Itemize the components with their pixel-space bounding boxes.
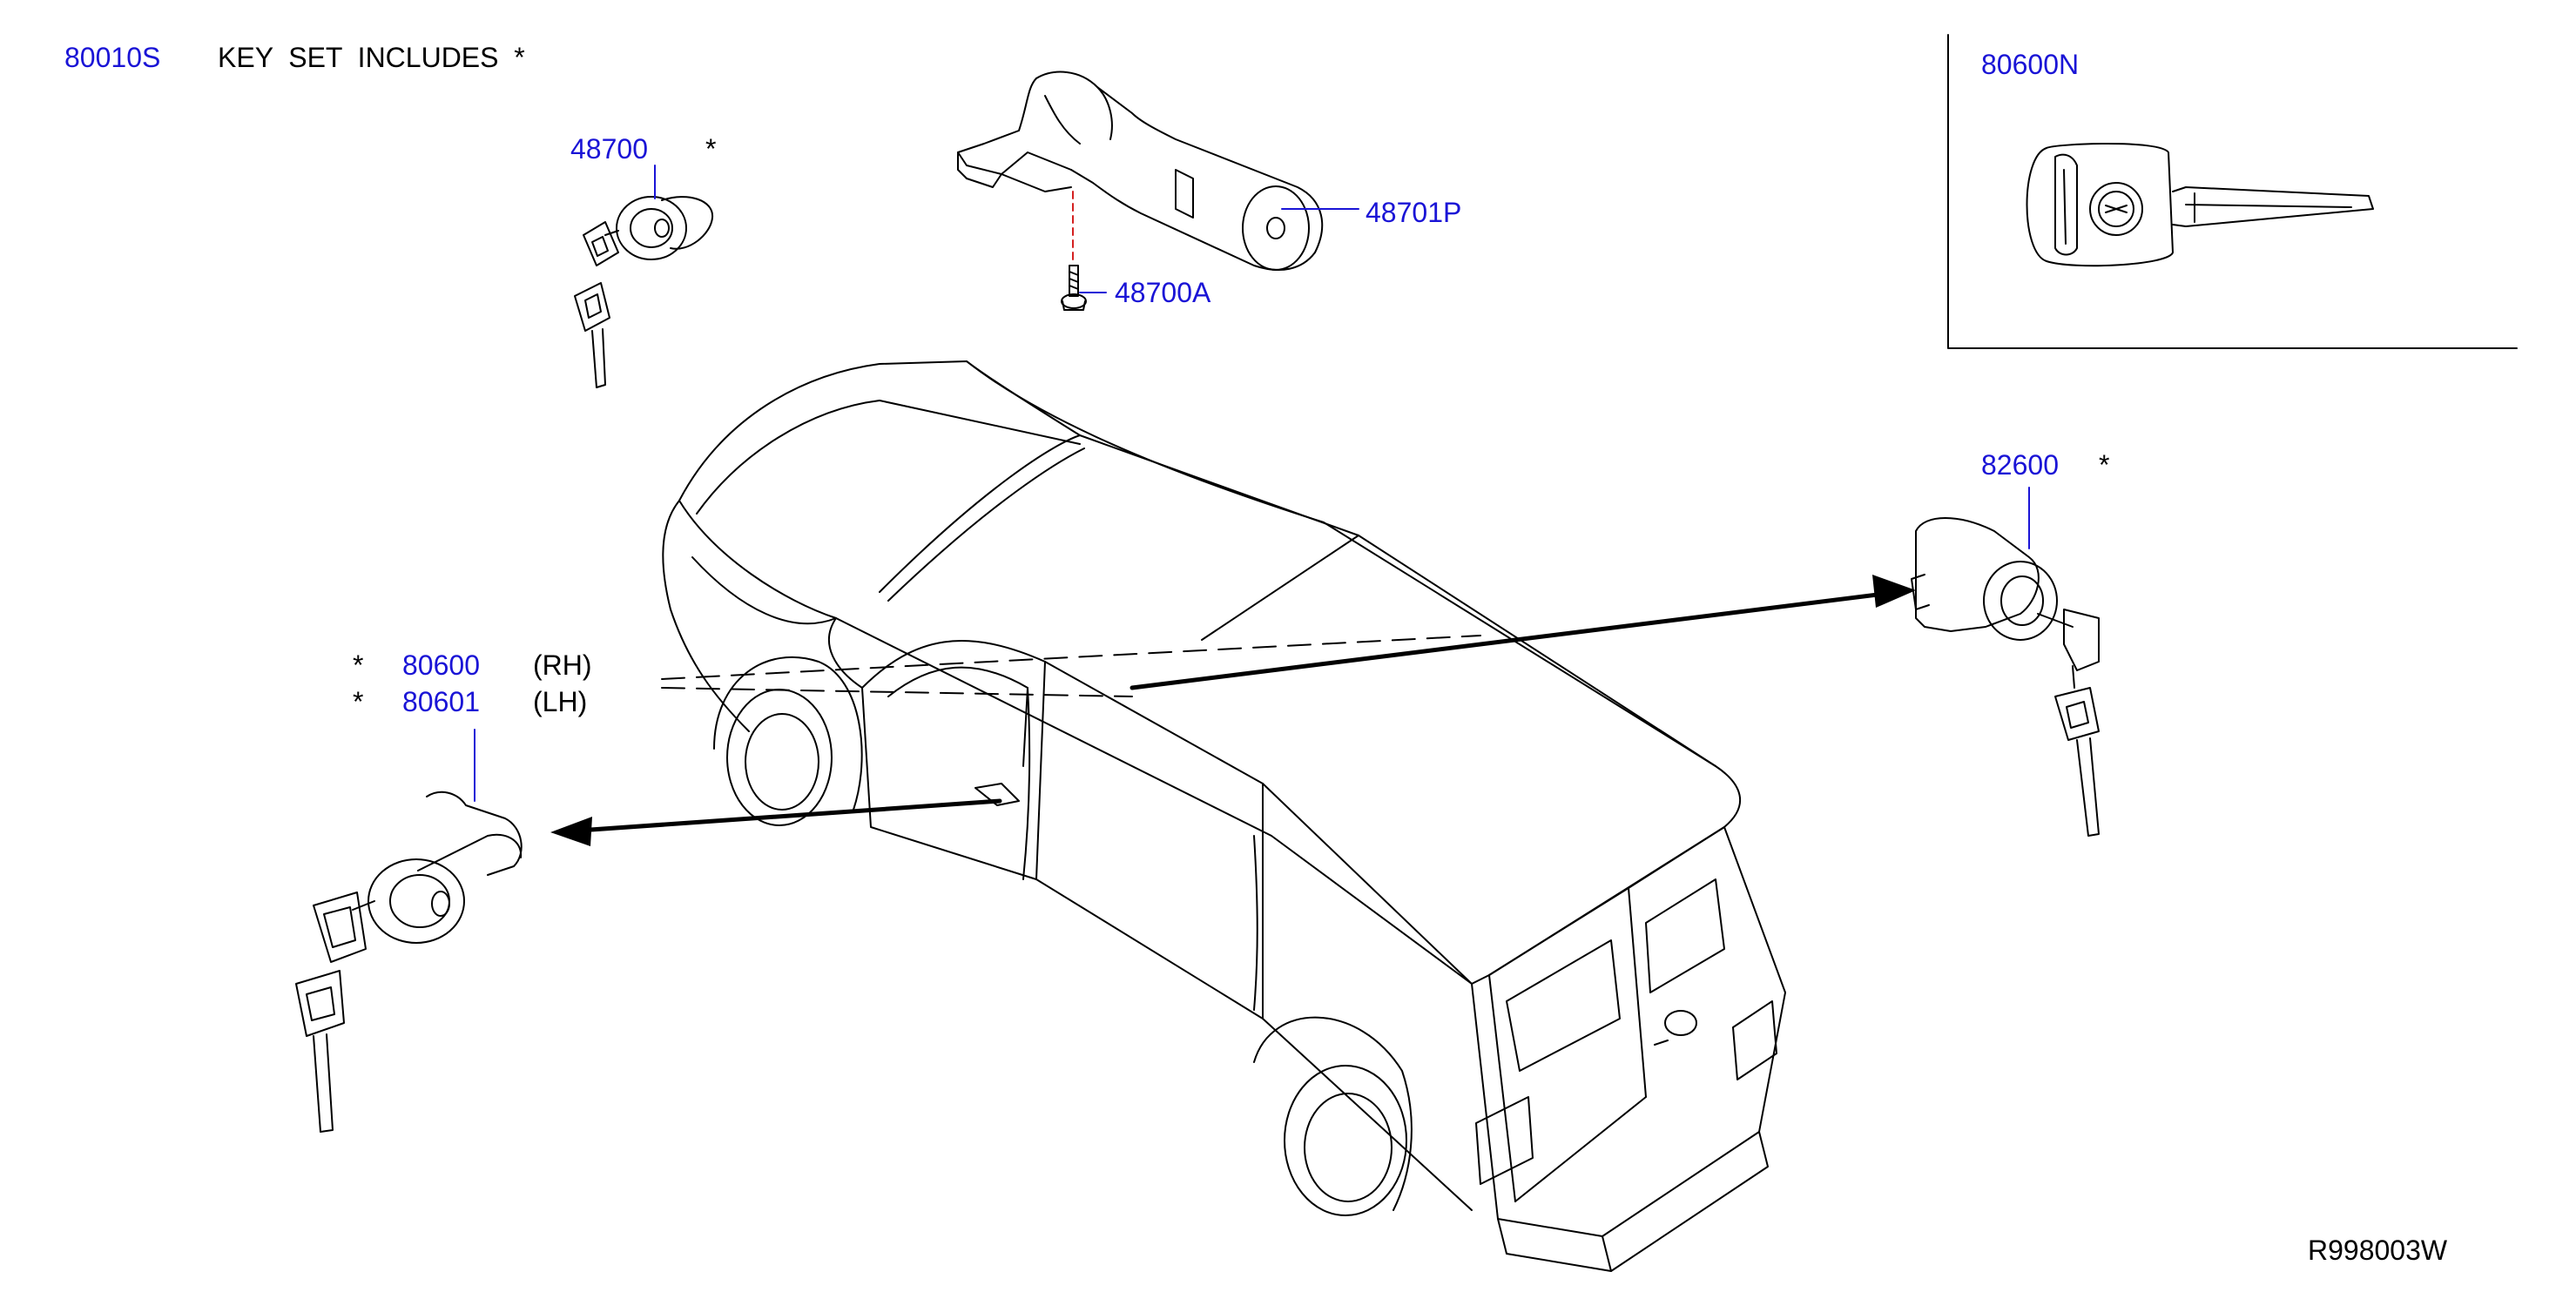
glove-lock-illustration bbox=[574, 196, 714, 388]
key-blank-part-number[interactable]: 80600N bbox=[1981, 49, 2080, 80]
door-lock-lh-side: (LH) bbox=[533, 686, 588, 717]
door-lock-rh-side: (RH) bbox=[533, 649, 592, 681]
key-blank-illustration bbox=[1947, 34, 2518, 349]
hidden-lines bbox=[661, 635, 1481, 697]
door-lock-lh-marker: * bbox=[353, 686, 364, 717]
rear-door-lock-marker: * bbox=[2099, 449, 2110, 481]
arrow-head-left bbox=[550, 817, 592, 846]
van-illustration bbox=[662, 360, 1786, 1272]
rear-door-lock-part-number[interactable]: 82600 bbox=[1981, 449, 2059, 481]
door-lock-illustration bbox=[295, 791, 523, 1133]
ignition-cylinder-illustration bbox=[957, 71, 1324, 271]
ignition-cylinder-part-number[interactable]: 48701P bbox=[1366, 197, 1462, 228]
ignition-lock-marker: * bbox=[705, 133, 717, 165]
kit-note: KEY SET INCLUDES * bbox=[218, 42, 525, 73]
diagram-code: R998003W bbox=[2308, 1235, 2448, 1266]
door-lock-lh-part-number[interactable]: 80601 bbox=[402, 686, 480, 717]
arrow-head-right bbox=[1872, 575, 1916, 608]
ignition-lock-part-number[interactable]: 48700 bbox=[570, 133, 648, 165]
arrows bbox=[563, 589, 1901, 834]
door-lock-rh-part-number[interactable]: 80600 bbox=[402, 649, 480, 681]
screw-part-number[interactable]: 48700A bbox=[1115, 277, 1211, 308]
rear-lock-illustration bbox=[1911, 517, 2100, 837]
leader-lines bbox=[474, 165, 2030, 802]
screw-illustration bbox=[1061, 265, 1087, 311]
door-lock-rh-marker: * bbox=[353, 649, 364, 681]
kit-part-number[interactable]: 80010S bbox=[64, 42, 161, 73]
